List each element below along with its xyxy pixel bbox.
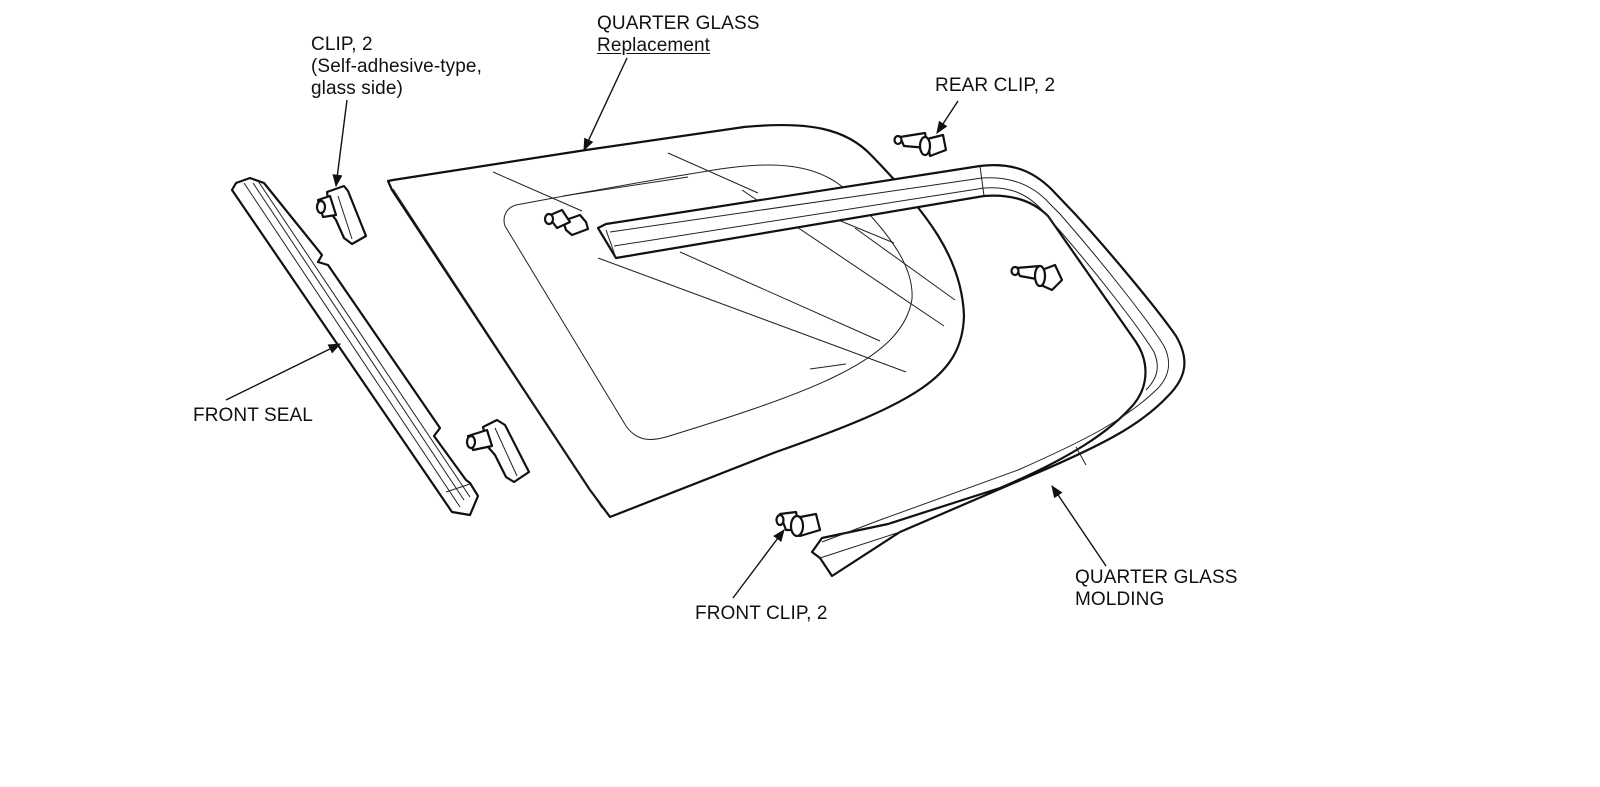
leader-front-clip xyxy=(732,528,785,599)
label-front-seal: FRONT SEAL xyxy=(193,405,313,426)
leader-front-seal xyxy=(225,343,342,401)
label-clip-self-adhesive: CLIP, 2 (Self-adhesive-type, glass side) xyxy=(311,34,482,100)
label-molding-line2: MOLDING xyxy=(1075,589,1165,610)
label-clip-line2: (Self-adhesive-type, xyxy=(311,56,482,77)
leader-clip-self-adhesive xyxy=(332,99,348,188)
quarter-glass-molding-part xyxy=(596,164,1186,578)
front-seal-part xyxy=(230,176,480,517)
label-rear-clip: REAR CLIP, 2 xyxy=(935,75,1056,96)
leader-lines xyxy=(225,57,1107,599)
label-clip-line3: glass side) xyxy=(311,78,403,99)
rear-clip-top xyxy=(893,131,948,158)
label-quarter-glass-replacement: Replacement xyxy=(597,35,711,56)
label-molding-line1: QUARTER GLASS xyxy=(1075,567,1238,588)
leader-rear-clip xyxy=(936,100,959,135)
label-quarter-glass-molding: QUARTER GLASS MOLDING xyxy=(1075,567,1238,611)
label-clip-line1: CLIP, 2 xyxy=(311,34,373,55)
self-adhesive-clip-lower xyxy=(465,418,531,484)
front-clip-bottom xyxy=(775,510,822,538)
leader-quarter-glass-molding xyxy=(1051,484,1107,567)
leader-quarter-glass xyxy=(583,57,628,152)
label-quarter-glass: QUARTER GLASS Replacement xyxy=(597,13,760,57)
rear-clip-right xyxy=(1010,263,1064,292)
label-quarter-glass-line1: QUARTER GLASS xyxy=(597,13,760,34)
self-adhesive-clip-upper xyxy=(315,184,368,246)
glass-clip-upper xyxy=(543,208,590,237)
label-front-clip: FRONT CLIP, 2 xyxy=(695,603,828,624)
